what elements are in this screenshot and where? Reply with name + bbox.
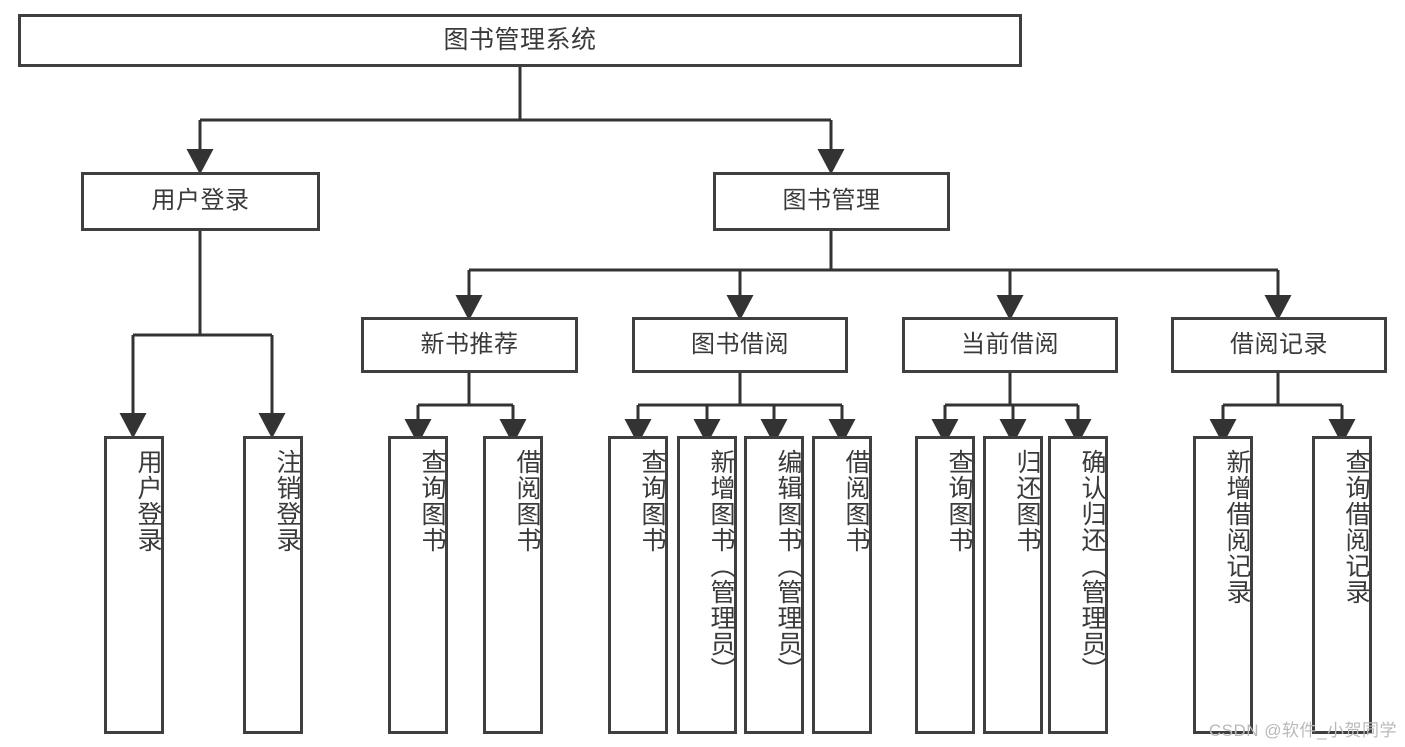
leaf-user-login-logout[interactable]: 注销登录 xyxy=(243,436,303,734)
leaf-borrow-borrow-book[interactable]: 借阅图书 xyxy=(812,436,872,734)
node-book-management[interactable]: 图书管理 xyxy=(713,172,950,231)
node-label: 当前借阅 xyxy=(961,330,1059,358)
node-label: 借阅图书 xyxy=(842,449,870,553)
leaf-record-add-record[interactable]: 新增借阅记录 xyxy=(1193,436,1253,734)
node-label: 查询借阅记录 xyxy=(1342,449,1370,605)
node-label: 图书借阅 xyxy=(691,330,789,358)
leaf-borrow-query-book[interactable]: 查询图书 xyxy=(608,436,668,734)
leaf-recommend-borrow-book[interactable]: 借阅图书 xyxy=(483,436,543,734)
node-label: 新增借阅记录 xyxy=(1223,449,1251,605)
leaf-current-confirm-return-admin[interactable]: 确认归还（管理员） xyxy=(1048,436,1108,734)
leaf-record-query-record[interactable]: 查询借阅记录 xyxy=(1312,436,1372,734)
node-label: 新书推荐 xyxy=(420,330,519,358)
node-label: 查询图书 xyxy=(945,449,973,553)
node-label: 归还图书 xyxy=(1013,449,1041,553)
node-label: 图书管理系统 xyxy=(443,25,597,54)
node-label: 图书管理 xyxy=(782,187,881,215)
node-label: 新增图书（管理员） xyxy=(707,449,735,683)
leaf-user-login-login[interactable]: 用户登录 xyxy=(104,436,164,734)
leaf-borrow-edit-book-admin[interactable]: 编辑图书（管理员） xyxy=(744,436,804,734)
node-user-login[interactable]: 用户登录 xyxy=(81,172,320,231)
node-label: 确认归还（管理员） xyxy=(1078,449,1106,683)
node-new-book-recommend[interactable]: 新书推荐 xyxy=(361,317,578,373)
node-borrow-record[interactable]: 借阅记录 xyxy=(1171,317,1387,373)
node-label: 借阅图书 xyxy=(513,449,541,553)
leaf-recommend-query-book[interactable]: 查询图书 xyxy=(388,436,448,734)
node-label: 查询图书 xyxy=(418,449,446,553)
node-root-system[interactable]: 图书管理系统 xyxy=(18,14,1022,67)
leaf-current-return-book[interactable]: 归还图书 xyxy=(983,436,1043,734)
watermark: CSDN @软件_小贺同学 xyxy=(1208,721,1397,740)
node-current-borrow[interactable]: 当前借阅 xyxy=(902,317,1118,373)
leaf-current-query-book[interactable]: 查询图书 xyxy=(915,436,975,734)
node-label: 查询图书 xyxy=(638,449,666,553)
node-label: 用户登录 xyxy=(151,187,250,215)
node-label: 编辑图书（管理员） xyxy=(774,449,802,683)
node-label: 注销登录 xyxy=(273,449,301,553)
node-label: 用户登录 xyxy=(134,449,162,553)
leaf-borrow-add-book-admin[interactable]: 新增图书（管理员） xyxy=(677,436,737,734)
node-label: 借阅记录 xyxy=(1230,330,1328,358)
node-book-borrow[interactable]: 图书借阅 xyxy=(632,317,848,373)
